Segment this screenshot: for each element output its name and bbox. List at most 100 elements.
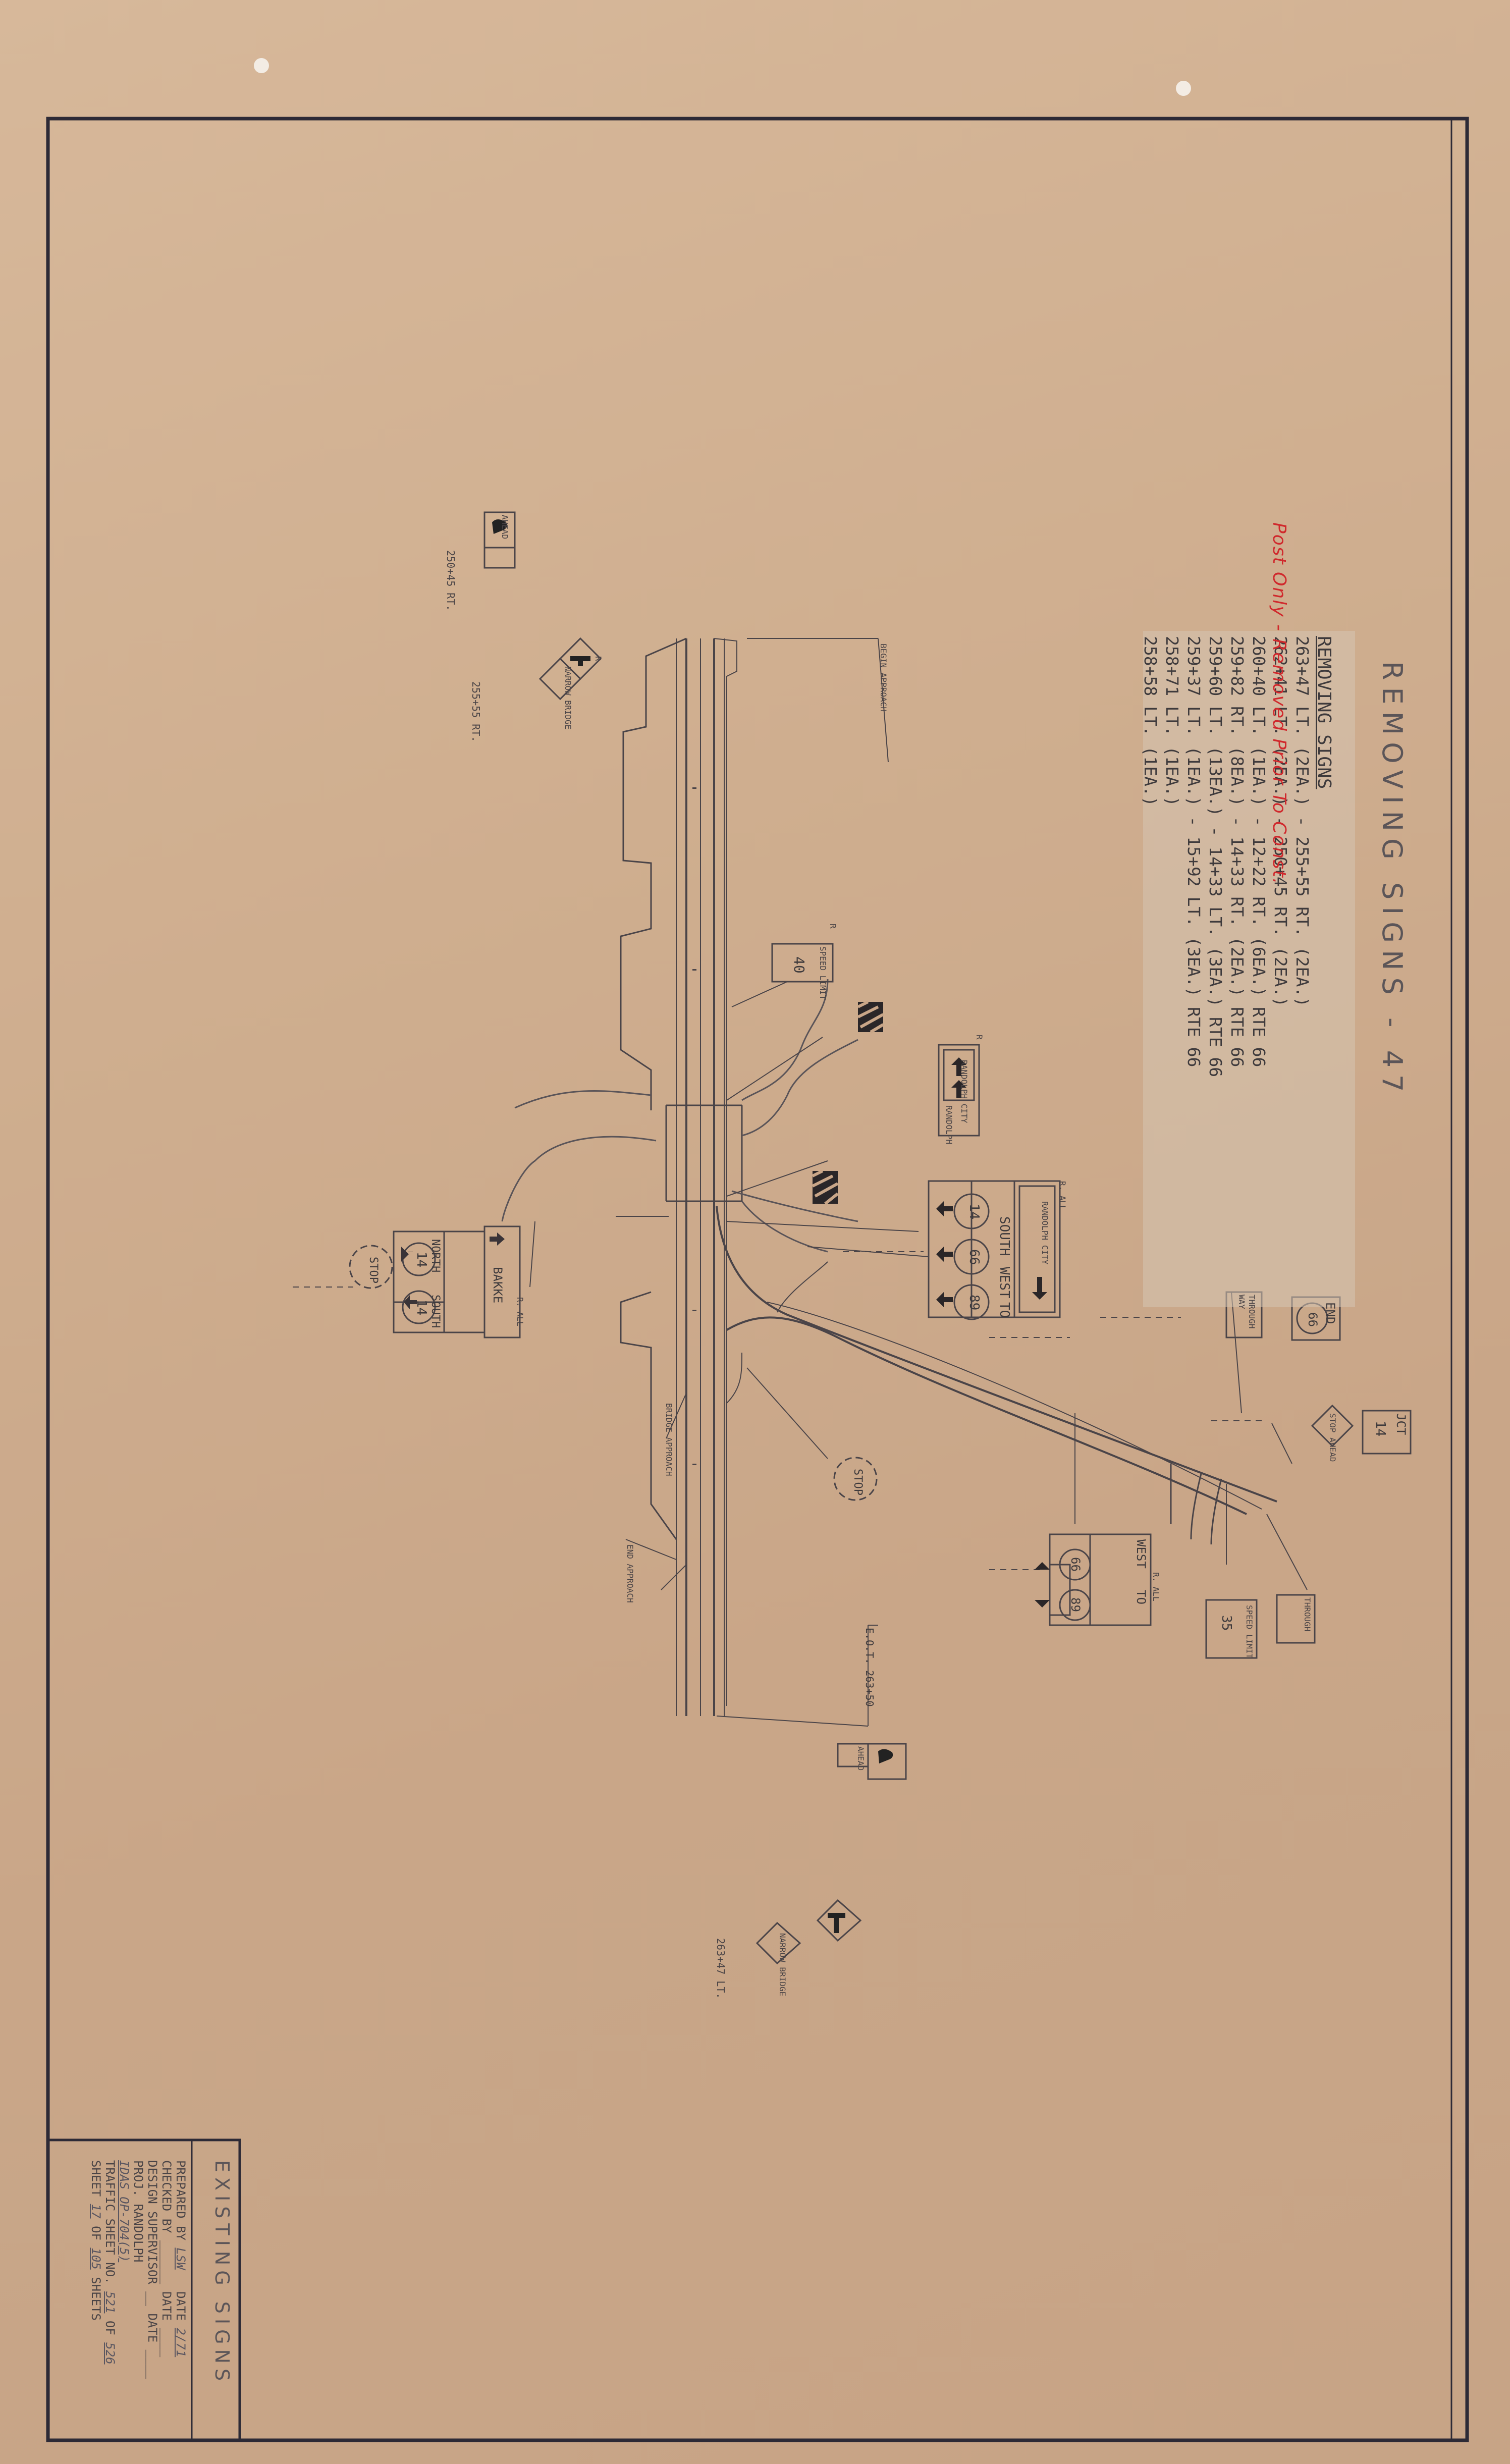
tb-of: OF xyxy=(89,2226,103,2240)
title-block-title: EXISTING SIGNS xyxy=(211,2160,233,2386)
jct-label: JCT xyxy=(1394,1413,1408,1435)
speed-limit-35-sign xyxy=(1205,1594,1316,1659)
route-14-shield-text: 14 xyxy=(1373,1421,1388,1437)
removing-signs-panel xyxy=(1143,631,1355,1307)
route-89-shield-text: 89 xyxy=(966,1295,982,1311)
creek xyxy=(501,979,858,1253)
sign-side-label: R xyxy=(975,1035,984,1040)
r-all-label: R. ALL xyxy=(1151,1572,1161,1601)
road-note: BRIDGE APPROACH xyxy=(664,1403,674,1476)
randolph-city-label: RANDOLPH CITY xyxy=(1040,1201,1050,1265)
stop-label: STOP xyxy=(851,1469,864,1495)
randolph-city-sign xyxy=(938,1044,980,1137)
randolph-city-label: RANDOLPH CITY xyxy=(959,1060,969,1123)
tb-proj-label: PROJ. RANDOLPH xyxy=(131,2160,145,2263)
arrow-icons-center xyxy=(936,1201,1047,1307)
tb-traffic-total: 526 xyxy=(103,2342,117,2365)
removing-signs-list: REMOVING SIGNS 263+47 LT. (2EA.) - 255+5… xyxy=(1140,636,1335,1077)
removing-row: 258+71 LT. (1EA.) xyxy=(1162,636,1182,807)
removing-row: 259+82 RT. (8EA.) - 14+33 RT. (2EA.) RTE… xyxy=(1227,636,1247,1067)
end-label: END xyxy=(1323,1302,1337,1324)
route-89-shield-text: 89 xyxy=(1068,1597,1083,1612)
route-66-shield-text: 66 xyxy=(1306,1312,1320,1327)
tb-date-label: DATE xyxy=(174,2291,188,2321)
route-66-shield-text: 66 xyxy=(1068,1557,1083,1572)
dashed-leaders xyxy=(293,1251,1262,1570)
to-label: TO xyxy=(1134,1590,1148,1604)
tb-prepared-value: LSW xyxy=(174,2247,188,2270)
south-label-left: SOUTH xyxy=(429,1295,442,1328)
sign-ahead-top xyxy=(483,511,516,569)
tb-of: OF xyxy=(103,2320,117,2335)
stop-sign-left xyxy=(349,1245,393,1289)
hazard-marker xyxy=(812,1000,884,1205)
tb-supervisor-label: DESIGN SUPERVISOR xyxy=(145,2160,159,2284)
route-14-shield-text: 14 xyxy=(414,1252,429,1268)
narrow-bridge-label: NARROW BRIDGE xyxy=(563,666,573,730)
punch-hole xyxy=(254,58,269,73)
sign-side-label: R xyxy=(828,924,838,929)
south-label: SOUTH xyxy=(997,1216,1012,1256)
to-label: TO xyxy=(997,1302,1012,1318)
west-label: WEST xyxy=(997,1267,1012,1299)
tb-traffic-no: 521 xyxy=(103,2291,117,2314)
speed-limit-40-sign xyxy=(771,943,834,983)
narrow-bridge-label: NARROW BRIDGE xyxy=(778,1933,787,1997)
removing-row: 259+60 LT. (13EA.) - 14+33 LT. (3EA.) RT… xyxy=(1206,636,1225,1078)
r-all-label: R. ALL xyxy=(1058,1181,1067,1210)
way-label: WAY xyxy=(1237,1295,1247,1309)
t-symbol-icon xyxy=(570,656,590,666)
narrow-bridge-bottom xyxy=(756,1899,862,1965)
west-label: WEST xyxy=(1134,1539,1148,1569)
ahead-label: AHEAD xyxy=(856,1746,866,1771)
title-block-details: PREPARED BY LSW DATE 2/71 CHECKED BY ___… xyxy=(89,2160,188,2379)
narrow-bridge-top xyxy=(538,637,602,701)
removing-row: 258+58 LT. (1EA.) xyxy=(1141,636,1160,807)
route-14-shield-text: 14 xyxy=(414,1300,429,1316)
red-annotation: Post Only - Removed Prior To Const. xyxy=(1269,522,1289,885)
arrow-icons-randolph xyxy=(951,1057,966,1098)
removing-row: 260+40 LT. (1EA.) - 12+22 RT. (6EA.) RTE… xyxy=(1249,636,1269,1067)
west-66-89-sign xyxy=(1049,1533,1152,1626)
ahead-label: AHEAD xyxy=(500,515,510,540)
tb-date-label: DATE xyxy=(145,2313,159,2343)
pointer-lines xyxy=(529,638,1308,1727)
jct-14-sign xyxy=(1311,1404,1412,1455)
sign-cluster-center xyxy=(928,1180,1061,1320)
t-symbol-icon-bottom xyxy=(828,1913,845,1933)
title-block-box xyxy=(46,2138,241,2442)
punch-hole xyxy=(1176,81,1191,96)
tb-traffic-label: TRAFFIC SHEET NO. xyxy=(103,2160,117,2284)
arrow-icons-west xyxy=(1035,1562,1050,1608)
tb-prepared-label: PREPARED BY xyxy=(174,2160,188,2240)
stop-sign-center xyxy=(833,1457,878,1501)
tb-checked-label: CHECKED BY xyxy=(159,2160,174,2233)
station-label: 255+55 RT. xyxy=(470,681,482,742)
tb-date-label: DATE xyxy=(159,2291,174,2321)
shoulder-outline-right xyxy=(714,638,737,1706)
road-note: END APPROACH xyxy=(625,1544,635,1603)
speed-40-value: 40 xyxy=(791,956,807,974)
through-label: THROUGH xyxy=(1303,1597,1312,1632)
sign-cluster-left xyxy=(393,1225,521,1338)
tb-sheets-label: SHEETS xyxy=(89,2277,103,2321)
removing-row: 259+37 LT. (1EA.) - 15+92 LT. (3EA.) RTE… xyxy=(1184,636,1204,1067)
tb-date-value: 2/71 xyxy=(174,2328,188,2358)
route-14-shield-text: 14 xyxy=(966,1204,982,1220)
branch-road-end xyxy=(1170,1464,1222,1545)
main-highway xyxy=(676,638,725,1716)
bridge xyxy=(665,1104,743,1202)
randolph-label: RANDOLPH xyxy=(944,1105,954,1145)
station-label: 263+47 LT. xyxy=(715,1938,727,1999)
sheet-title: REMOVING SIGNS - 47 xyxy=(1376,661,1408,1099)
north-label: NORTH xyxy=(429,1239,442,1273)
stop-ahead-label: STOP AHEAD xyxy=(1328,1413,1337,1462)
removing-signs-header: REMOVING SIGNS xyxy=(1314,636,1334,789)
bakke-label: BAKKE xyxy=(491,1267,505,1304)
station-label: 250+45 RT. xyxy=(445,550,457,611)
shoulder-outline xyxy=(620,637,687,1540)
nine-icon xyxy=(492,519,507,534)
through-label: THROUGH xyxy=(1247,1295,1257,1329)
